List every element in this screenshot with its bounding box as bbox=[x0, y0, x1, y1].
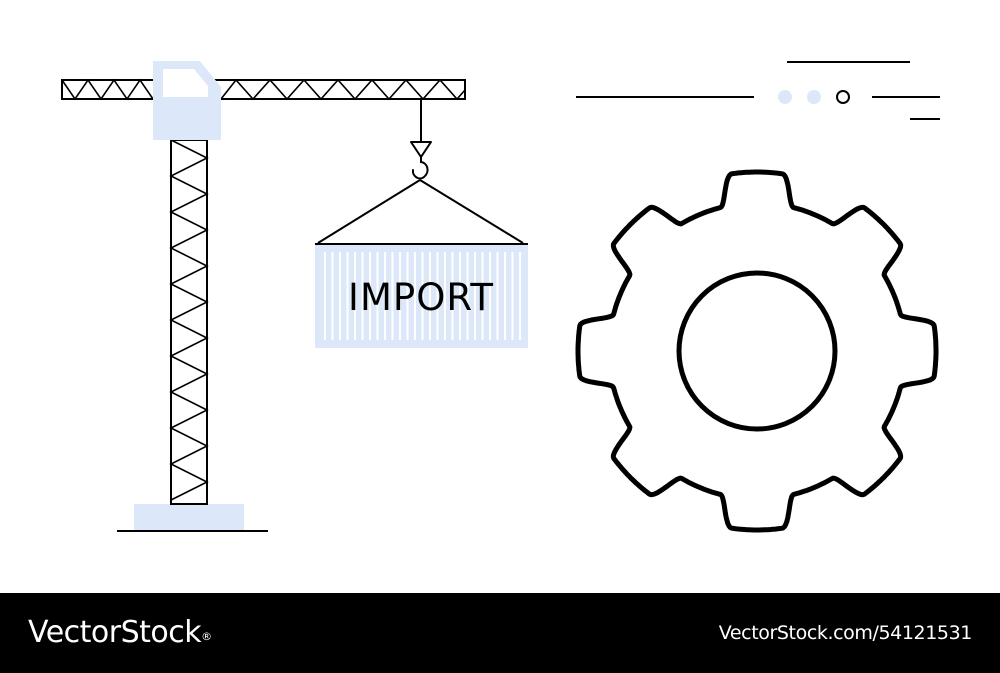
hook-curve bbox=[411, 156, 429, 180]
cargo-container-icon: IMPORT bbox=[315, 243, 528, 348]
gear-hub bbox=[676, 270, 838, 432]
gear-icon bbox=[575, 169, 939, 533]
illustration-canvas: IMPORT bbox=[61, 61, 940, 533]
container-label: IMPORT bbox=[348, 276, 494, 319]
deco-dot-2 bbox=[807, 90, 821, 104]
crane-base bbox=[134, 504, 244, 530]
watermark-footer: VectorStock® VectorStock.com/54121531 bbox=[0, 593, 1000, 673]
jib-lattice-left bbox=[61, 78, 154, 101]
deco-dot-1 bbox=[778, 90, 792, 104]
container-ribs bbox=[324, 252, 521, 340]
brand-name: VectorStock bbox=[28, 615, 202, 650]
registered-mark: ® bbox=[201, 630, 212, 643]
image-id-link[interactable]: VectorStock.com/54121531 bbox=[718, 622, 973, 644]
sling-left bbox=[317, 179, 421, 244]
decorative-dots bbox=[778, 90, 850, 104]
tower-crane-icon bbox=[61, 61, 524, 532]
decorative-lines bbox=[576, 61, 940, 120]
jib-lattice-right bbox=[220, 78, 466, 101]
sling-right bbox=[419, 179, 524, 244]
cab-window bbox=[163, 69, 208, 97]
deco-dot-3 bbox=[836, 90, 850, 104]
mast-lattice bbox=[169, 139, 209, 501]
crane-hook-icon bbox=[410, 141, 432, 158]
brand-logo: VectorStock® bbox=[28, 613, 212, 653]
crane-jib bbox=[61, 79, 466, 100]
